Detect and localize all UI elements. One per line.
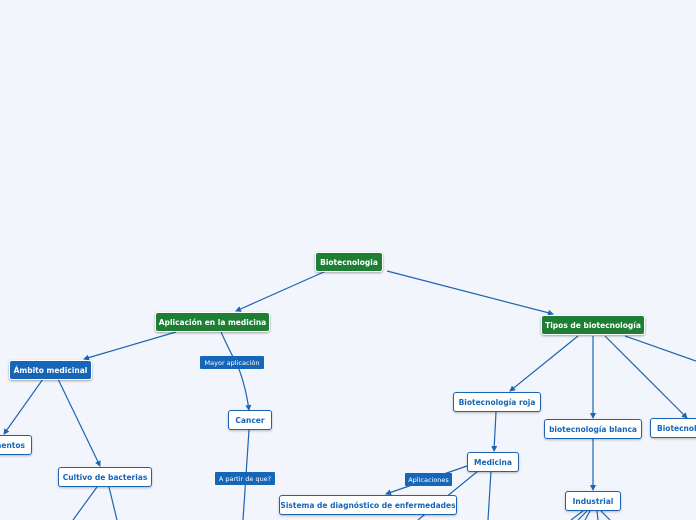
node-aplicacion-medicina[interactable]: Aplicación en la medicina [155,312,270,332]
link-ambito-cultivo [57,378,101,467]
node-biotecnologia-roja[interactable]: Biotecnología roja [453,392,541,412]
link-tipos-roja [509,335,579,392]
link-industrial-4 [596,510,599,520]
label-aplicaciones: Aplicaciones [405,473,452,486]
link-cultivo-left [72,486,98,520]
label-mayor-aplicacion: Mayor aplicación [200,356,264,369]
link-ambito-medicamentos [3,378,44,435]
link-industrial-1 [570,510,584,520]
node-industrial[interactable]: Industrial [565,491,621,511]
link-aplicacion-ambito [83,331,177,361]
node-biotecnologia-cuarta[interactable]: Biotecnol [650,418,696,438]
node-medicina[interactable]: Medicina [467,452,519,472]
node-cancer[interactable]: Cancer [228,410,272,430]
link-tipos-cuarta [604,335,688,419]
label-a-partir-de-que: A partir de que? [215,472,275,485]
link-industrial-5 [600,510,611,520]
link-roja-medicina [491,411,498,452]
node-ambito-medicinal[interactable]: Ámbito medicinal [9,360,92,380]
link-root-tipos [386,270,554,316]
link-aplicacion-cancer [220,331,252,411]
link-cultivo-right [108,486,118,520]
link-root-aplicacion [235,270,327,312]
node-biotecnologia-blanca[interactable]: biotecnología blanca [544,419,642,439]
node-tipos-biotecnologia[interactable]: Tipos de biotecnología [541,315,645,335]
node-sistema-diagnostico[interactable]: Sistema de diagnóstico de enfermedades [279,495,457,515]
node-medicamentos[interactable]: mentos [0,435,32,455]
link-industrial-2 [577,510,588,520]
root-topic[interactable]: Biotecnologia [315,252,383,272]
link-tipos-right [624,335,696,362]
node-cultivo-bacterias[interactable]: Cultivo de bacterias [58,467,152,487]
link-industrial-3 [584,510,591,520]
link-medicina-down [487,470,492,520]
